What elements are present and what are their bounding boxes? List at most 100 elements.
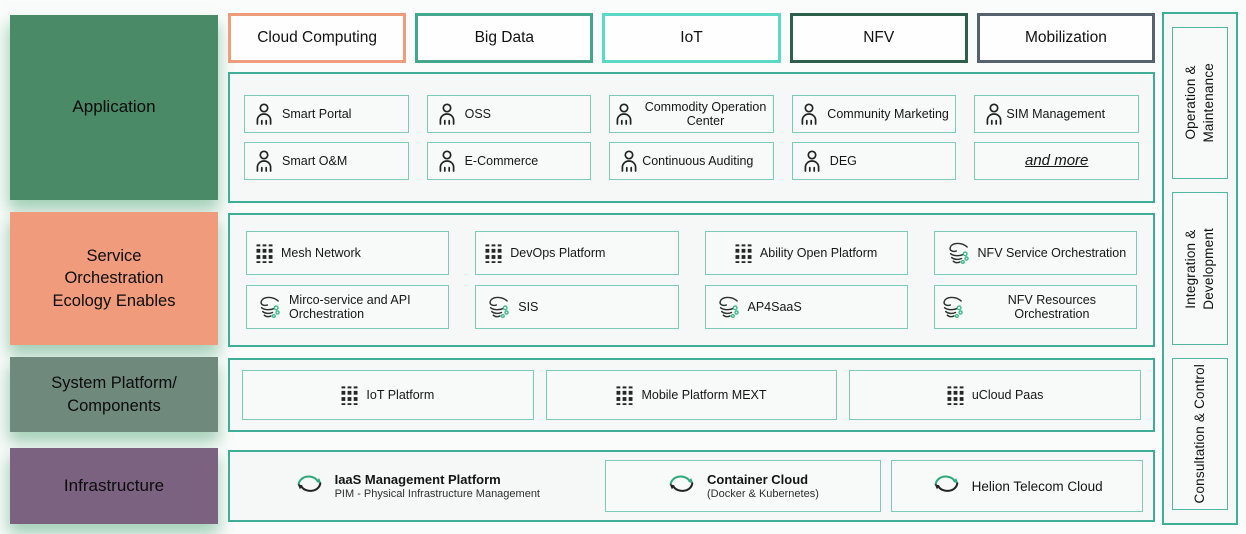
sys-item-mobile-platform-mext: Mobile Platform MEXT — [545, 370, 838, 420]
person-icon — [799, 103, 819, 125]
app-item-label: OSS — [464, 106, 491, 121]
grid-icon — [616, 385, 633, 405]
app-item-label: E-Commerce — [464, 153, 539, 168]
app-item-label: SIM Management — [1006, 106, 1106, 121]
sidebar-item-label: Integration & Development — [1182, 227, 1216, 310]
technology-tabs: Cloud Computing Big Data IoT NFV Mobiliz… — [228, 13, 1156, 63]
orchestration-icon — [715, 295, 740, 320]
svc-item-ability-open-platform: Ability Open Platform — [704, 231, 908, 275]
person-icon — [437, 150, 457, 172]
grid-icon — [947, 385, 964, 405]
layer-service-orchestration: Service Orchestration Ecology Enables — [10, 212, 218, 345]
service-orchestration-panel: Mesh Network DevOps Platform Ability Ope… — [228, 213, 1155, 347]
cloud-sync-icon — [667, 472, 696, 500]
tab-nfv: NFV — [789, 13, 968, 63]
app-item-label: and more — [1025, 152, 1089, 170]
application-items: Smart Portal OSS Commodity Operation Cen… — [230, 74, 1153, 201]
infra-item-subtitle: (Docker & Kubernetes) — [706, 488, 819, 500]
person-icon — [254, 150, 274, 172]
grid-icon — [485, 243, 502, 263]
app-item-label: DEG — [829, 153, 857, 168]
sys-item-label: uCloud Paas — [971, 387, 1044, 402]
svc-item-ap4saas: AP4SaaS — [704, 285, 908, 329]
grid-icon — [341, 385, 358, 405]
infra-item-text: IaaS Management Platform PIM - Physical … — [335, 472, 540, 500]
person-icon — [984, 103, 1004, 125]
svc-item-nfv-resources-orchestration: NFV Resources Orchestration — [933, 285, 1137, 329]
app-item-smart-om: Smart O&M — [244, 142, 409, 180]
person-icon — [614, 103, 634, 125]
sidebar-item-operation-maintenance: Operation & Maintenance — [1172, 27, 1228, 180]
layer-infrastructure: Infrastructure — [10, 448, 218, 524]
app-item-label: Smart O&M — [282, 153, 348, 168]
infra-item-subtitle: PIM - Physical Infrastructure Management — [334, 488, 540, 500]
svc-item-devops-platform: DevOps Platform — [475, 231, 679, 275]
person-icon — [802, 150, 822, 172]
app-item-label: Continuous Auditing — [642, 153, 754, 168]
svc-item-label: NFV Service Orchestration — [977, 245, 1127, 260]
svc-item-label: NFV Resources Orchestration — [1007, 292, 1096, 321]
app-item-sim-management: SIM Management — [974, 95, 1139, 133]
app-item-smart-portal: Smart Portal — [244, 95, 409, 133]
svc-item-label: Mesh Network — [281, 245, 361, 260]
tab-mobilization: Mobilization — [976, 13, 1156, 63]
orchestration-icon — [939, 295, 964, 320]
sys-item-label: Mobile Platform MEXT — [641, 387, 767, 402]
service-items: Mesh Network DevOps Platform Ability Ope… — [230, 215, 1153, 345]
infra-item-title: IaaS Management Platform — [334, 472, 501, 487]
infra-item-title: Container Cloud — [706, 472, 809, 487]
svc-item-label: Mirco-service and API Orchestration — [289, 292, 411, 321]
app-item-community-marketing: Community Marketing — [791, 95, 957, 133]
system-platform-panel: IoT Platform Mobile Platform MEXT uCloud… — [228, 358, 1155, 432]
app-item-and-more: and more — [974, 142, 1139, 180]
app-item-commodity-operation-center: Commodity Operation Center — [609, 95, 774, 133]
app-item-label: Commodity Operation Center — [644, 99, 767, 128]
svc-item-label: DevOps Platform — [510, 245, 606, 260]
svc-item-micro-service-api-orchestration: Mirco-service and API Orchestration — [246, 285, 450, 329]
cloud-sync-icon — [295, 472, 324, 500]
svc-item-nfv-service-orchestration: NFV Service Orchestration — [933, 231, 1137, 275]
grid-icon — [256, 243, 273, 263]
layer-system-platform: System Platform/ Components — [10, 357, 218, 432]
grid-icon — [735, 243, 752, 263]
layer-application: Application — [10, 15, 218, 200]
infra-item-text: Helion Telecom Cloud — [972, 479, 1103, 494]
app-item-oss: OSS — [426, 95, 592, 133]
sys-item-ucloud-paas: uCloud Paas — [849, 370, 1141, 420]
app-item-e-commerce: E-Commerce — [426, 142, 592, 180]
tab-big-data: Big Data — [415, 13, 594, 63]
cloud-sync-icon — [932, 472, 961, 500]
infrastructure-items: IaaS Management Platform PIM - Physical … — [230, 452, 1153, 520]
system-items: IoT Platform Mobile Platform MEXT uCloud… — [230, 360, 1153, 430]
infra-item-iaas-management-platform: IaaS Management Platform PIM - Physical … — [240, 460, 595, 512]
app-item-label: Smart Portal — [282, 106, 352, 121]
application-panel: Smart Portal OSS Commodity Operation Cen… — [228, 72, 1155, 203]
sidebar-item-consultation-control: Consultation & Control — [1172, 357, 1228, 510]
orchestration-icon — [256, 295, 281, 320]
sidebar-item-integration-development: Integration & Development — [1172, 192, 1228, 345]
orchestration-icon — [485, 295, 510, 320]
lifecycle-sidebar: Operation & Maintenance Integration & De… — [1162, 12, 1238, 525]
app-item-label: Community Marketing — [827, 106, 949, 121]
svc-item-label: AP4SaaS — [747, 299, 802, 314]
tab-iot: IoT — [602, 13, 781, 63]
infrastructure-panel: IaaS Management Platform PIM - Physical … — [228, 450, 1155, 522]
svc-item-mesh-network: Mesh Network — [246, 231, 450, 275]
person-icon — [619, 150, 639, 172]
app-item-continuous-auditing: Continuous Auditing — [609, 142, 774, 180]
sidebar-item-label: Consultation & Control — [1191, 364, 1207, 504]
svc-item-sis: SIS — [475, 285, 679, 329]
app-item-deg: DEG — [791, 142, 957, 180]
sys-item-label: IoT Platform — [366, 387, 435, 402]
tab-cloud-computing: Cloud Computing — [228, 13, 407, 63]
svc-item-label: Ability Open Platform — [759, 245, 878, 260]
infra-item-container-cloud: Container Cloud (Docker & Kubernetes) — [604, 460, 882, 512]
orchestration-icon — [945, 241, 970, 266]
person-icon — [437, 103, 457, 125]
infra-item-helion-telecom-cloud: Helion Telecom Cloud — [891, 460, 1143, 512]
infra-item-title: Helion Telecom Cloud — [971, 478, 1103, 494]
sidebar-item-label: Operation & Maintenance — [1182, 63, 1216, 143]
svc-item-label: SIS — [518, 299, 539, 314]
infra-item-text: Container Cloud (Docker & Kubernetes) — [707, 472, 819, 500]
